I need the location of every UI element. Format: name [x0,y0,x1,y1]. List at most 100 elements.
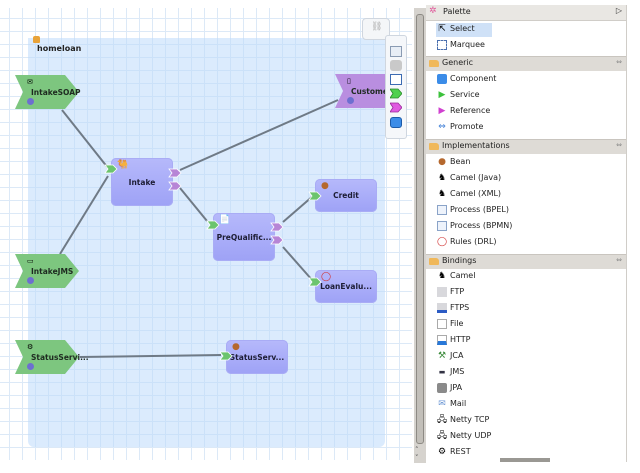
wire-status-statusserv[interactable] [79,354,222,358]
scrollbar-thumb[interactable] [416,14,424,444]
palette-item-jca[interactable]: ⚒ JCA [437,351,464,361]
ports-layer [104,164,322,361]
palette-scroll-indicator[interactable] [500,458,550,462]
palette-item-file[interactable]: File [436,318,556,332]
drawer-implementations[interactable]: Implementations ⇔ [426,139,626,154]
properties-icon[interactable] [390,46,402,57]
service-intakejms[interactable]: ▭ IntakeJMS [15,254,79,288]
palette-item-bean[interactable]: ● Bean [438,157,471,167]
component-credit[interactable]: ● Credit [315,179,377,212]
scroll-up-icon[interactable]: ˄ [415,446,419,454]
rest-binding-icon: ⚙ [27,343,34,351]
jpa-icon [437,383,447,393]
interface-icon [27,98,34,105]
wire-intake-customer[interactable] [179,99,339,171]
pin-icon[interactable]: ⇔ [616,58,622,66]
palette-item-camel[interactable]: ♞ Camel [437,271,476,281]
component-icon [437,74,447,84]
palette-icon: ✲ [429,6,437,16]
service-intakesoap[interactable]: ✉ IntakeSOAP [15,75,81,109]
component-prequalification[interactable]: 📄 PreQualific... [213,213,275,261]
pin-icon[interactable]: ⇔ [616,141,622,149]
rest-icon: ⚙ [437,447,447,457]
palette-item-mail[interactable]: ✉ Mail [438,399,467,409]
camel-icon: ♞ [437,189,447,199]
bean-icon: ● [438,157,446,167]
collapse-palette-icon[interactable]: ▷ [615,6,622,15]
wire-intake-prequal[interactable] [179,187,208,222]
port-prequal-ref2 [270,235,284,245]
process-icon: 📄 [219,215,231,225]
wire-prequal-credit[interactable] [282,195,314,223]
link-button[interactable]: ⛓ [362,18,390,40]
bean-icon: ● [232,342,240,352]
palette-item-netty-udp[interactable]: 🖧 Netty UDP [437,431,492,441]
zoom-fit-icon[interactable] [390,74,402,85]
palette-item-camel-java[interactable]: ♞ Camel (Java) [437,173,502,183]
jms-icon: ▬ [438,368,446,376]
netty-icon: 🖧 [437,431,448,441]
interface-icon [27,363,34,370]
palette-item-process-bpmn[interactable]: Process (BPMN) [436,220,556,234]
port-credit-service [308,191,322,201]
drawer-bindings[interactable]: Bindings ⇔ [426,254,626,269]
camel-icon: 🐫 [117,160,129,170]
link-icon: ⛓ [371,22,383,32]
palette-tool-select[interactable]: ⇱ Select [436,23,492,37]
palette-item-jms[interactable]: ▬ JMS [438,367,465,376]
rules-icon: ◯ [437,237,448,247]
netty-icon: 🖧 [437,415,448,425]
palette-scrollbar[interactable]: ˄ ˅ [414,8,426,463]
process-icon [437,221,447,231]
bean-icon: ● [321,181,329,191]
port-intake-service [104,164,118,174]
pin-icon[interactable]: ⇔ [616,256,622,264]
jca-icon: ⚒ [437,351,447,361]
file-icon [437,319,447,329]
wires-layer [59,99,339,358]
palette-item-camel-xml[interactable]: ♞ Camel (XML) [437,189,502,199]
promote-icon: ⇔ [438,122,446,132]
component-statusservice[interactable]: ● StatusServ... [226,340,288,374]
palette-item-reference[interactable]: ▶ Reference [438,106,491,116]
port-prequal-ref1 [270,222,284,232]
stamp-icon[interactable] [390,60,402,71]
composite-label: homeloan [37,44,82,53]
palette-item-http[interactable]: HTTP [436,334,556,348]
add-service-icon[interactable] [390,88,402,99]
service-icon: ▶ [438,90,446,100]
service-statusservice[interactable]: ⚙ StatusServi... [15,340,89,374]
reference-customerlookup[interactable]: ▯ CustomerL [335,74,396,108]
camel-icon: ♞ [437,271,447,281]
add-reference-icon[interactable] [390,102,402,113]
component-loanevaluation[interactable]: ◯ LoanEvalu... [315,270,377,303]
wire-prequal-loaneval[interactable] [282,246,314,282]
palette-item-service[interactable]: ▶ Service [438,90,480,100]
mail-icon: ✉ [438,399,446,409]
wire-intakejms-intake[interactable] [59,175,109,255]
palette-item-process-bpel[interactable]: Process (BPEL) [436,204,556,218]
folder-icon [429,258,439,265]
composite-icon [33,36,40,43]
reference-icon: ▶ [438,106,446,116]
palette-tool-marquee[interactable]: Marquee [436,39,556,53]
palette-item-promote[interactable]: ⇔ Promote [438,122,484,132]
port-prequal-service [206,220,220,230]
palette-item-component[interactable]: Component [436,73,556,87]
palette-item-rest[interactable]: ⚙ REST [437,447,471,457]
palette-item-netty-tcp[interactable]: 🖧 Netty TCP [437,415,490,425]
palette-item-ftps[interactable]: FTPS [436,302,556,316]
folder-icon [429,60,439,67]
port-intake-ref2 [168,181,182,191]
palette-header[interactable]: ✲ Palette ▷ [426,5,626,21]
interface-icon [347,97,354,104]
palette-item-rules-drl[interactable]: ◯ Rules (DRL) [437,237,497,247]
palette-item-ftp[interactable]: FTP [436,286,556,300]
add-component-icon[interactable] [390,117,402,128]
drawer-generic[interactable]: Generic ⇔ [426,56,626,71]
palette-item-jpa[interactable]: JPA [436,382,556,396]
cursor-icon: ⇱ [438,24,446,34]
wire-intakesoap-intake[interactable] [61,109,109,169]
scroll-down-icon[interactable]: ˅ [415,454,419,462]
component-intake[interactable]: 🐫 Intake [111,158,173,206]
